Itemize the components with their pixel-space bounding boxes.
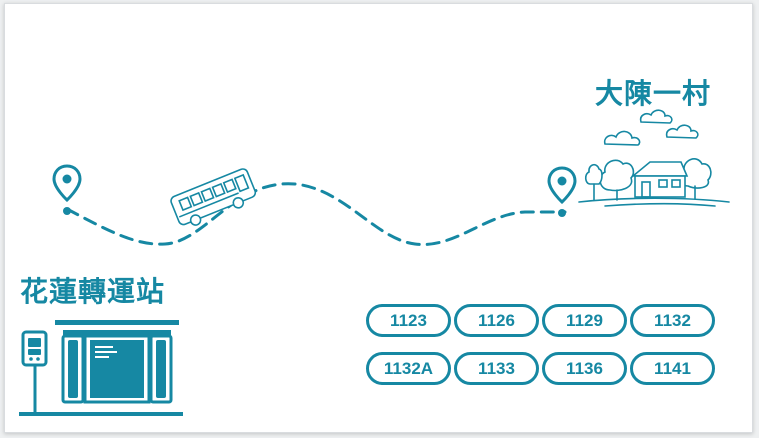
route-path <box>65 182 567 246</box>
destination-title: 大陳一村 <box>595 77 712 110</box>
route-button-1136[interactable]: 1136 <box>542 352 627 385</box>
route-button-1126[interactable]: 1126 <box>454 304 539 337</box>
route-illustration <box>19 109 730 416</box>
route-card: 大陳一村 花蓮轉運站 1123 1126 1129 1132 1132A 113… <box>4 3 753 433</box>
origin-title: 花蓮轉運站 <box>20 275 166 308</box>
route-button-1133[interactable]: 1133 <box>454 352 539 385</box>
village-house-icon <box>578 109 730 207</box>
bus-shelter-icon <box>19 320 183 416</box>
cloud-icon <box>603 109 699 146</box>
route-button-1141[interactable]: 1141 <box>630 352 715 385</box>
route-button-1123[interactable]: 1123 <box>366 304 451 337</box>
route-button-1129[interactable]: 1129 <box>542 304 627 337</box>
route-button-1132[interactable]: 1132 <box>630 304 715 337</box>
bus-stop-sign-icon <box>21 330 48 414</box>
origin-map-pin-icon <box>52 164 82 215</box>
route-button-1132a[interactable]: 1132A <box>366 352 451 385</box>
bus-icon <box>170 168 257 226</box>
route-list: 1123 1126 1129 1132 1132A 1133 1136 1141 <box>366 304 716 385</box>
destination-map-pin-icon <box>547 166 577 217</box>
